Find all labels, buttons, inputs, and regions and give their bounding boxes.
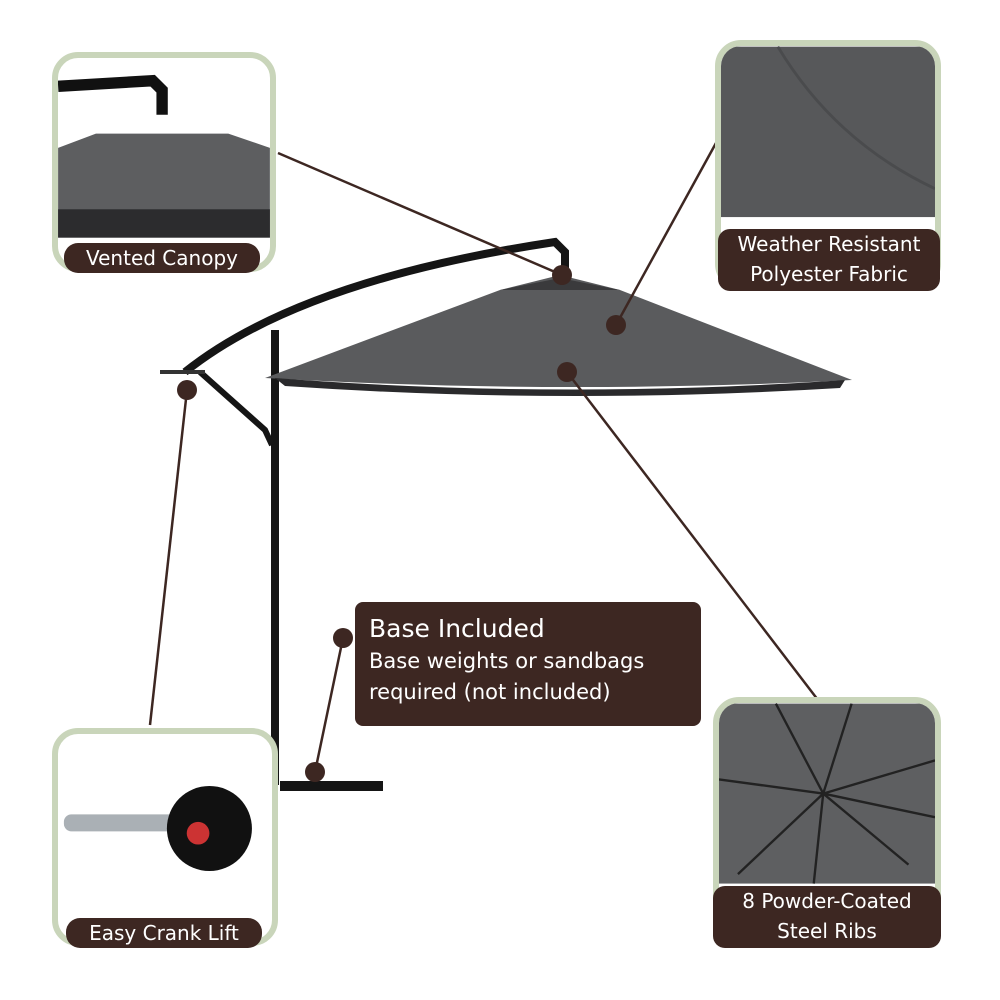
- umbrella-base-bar: [280, 781, 383, 791]
- vented-canopy-label: Vented Canopy: [64, 243, 260, 273]
- leader-lines: [148, 142, 819, 773]
- base-line1: Base weights or sandbags: [369, 649, 645, 673]
- vented-canopy-inset: [52, 52, 276, 272]
- umbrella-arm: [182, 237, 569, 376]
- ribs-label-line2: Steel Ribs: [777, 919, 877, 943]
- base-title: Base Included: [369, 614, 545, 643]
- crank-inset: [52, 728, 278, 946]
- base-included-callout: Base Included Base weights or sandbags r…: [355, 602, 701, 726]
- fabric-label: Weather Resistant Polyester Fabric: [718, 229, 940, 291]
- ribs-label: 8 Powder-Coated Steel Ribs: [713, 886, 941, 948]
- ribs-label-line1: 8 Powder-Coated: [742, 889, 912, 913]
- crank-label: Easy Crank Lift: [66, 918, 262, 948]
- umbrella-pole: [271, 330, 279, 785]
- callout-dots: [177, 265, 626, 782]
- fabric-label-line2: Polyester Fabric: [750, 262, 908, 286]
- base-line2: required (not included): [369, 680, 611, 704]
- fabric-label-line1: Weather Resistant: [737, 232, 921, 256]
- umbrella-canopy: [265, 275, 852, 388]
